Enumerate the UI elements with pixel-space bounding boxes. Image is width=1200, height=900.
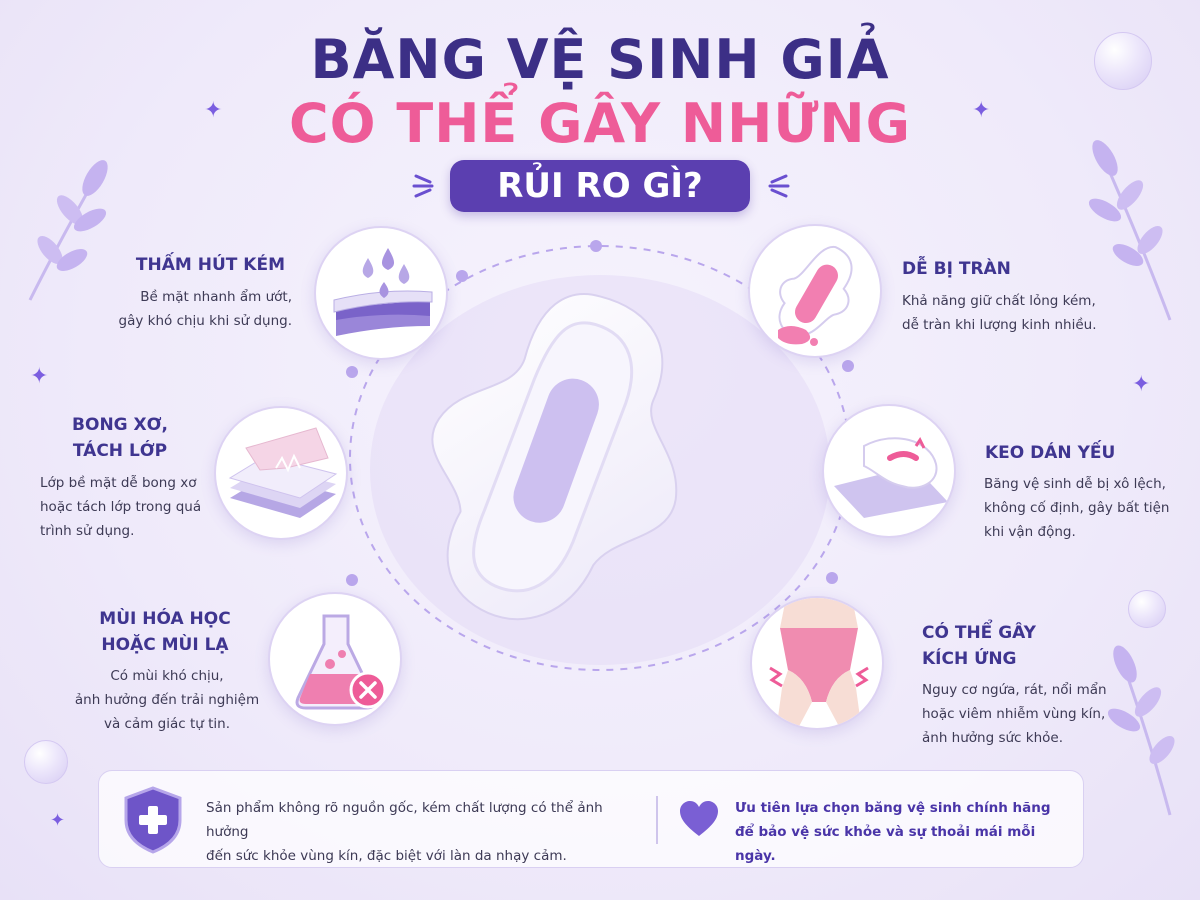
page-title-line2: CÓ THỂ GÂY NHỮNG <box>289 92 911 155</box>
chemical-flask-icon <box>295 614 387 710</box>
bottom-recommend-text: Ưu tiên lựa chọn băng vệ sinh chính hãng… <box>735 796 1065 868</box>
bottom-divider <box>656 796 658 844</box>
bottom-warning-line2: đến sức khỏe vùng kín, đặc biệt với làn … <box>206 848 567 864</box>
feature-title-glue: KEO DÁN YẾU <box>985 443 1116 463</box>
heart-icon <box>680 801 718 836</box>
peel-illustration <box>214 406 348 540</box>
feature-desc-smell-3: và cảm giác tự tin. <box>103 716 231 732</box>
leak-illustration <box>748 224 882 358</box>
glue-illustration <box>822 404 956 538</box>
feature-desc-glue-2: không cố định, gây bất tiện <box>984 500 1170 516</box>
page-title-pill: RỦI RO GÌ? <box>450 160 750 212</box>
bottom-recommend-line2: để bảo vệ sức khỏe và sự thoải mái mỗi n… <box>735 824 1036 864</box>
smell-illustration <box>268 592 402 726</box>
leaking-pad-icon <box>778 246 853 346</box>
feature-desc-leak-2: dễ tràn khi lượng kinh nhiều. <box>902 317 1097 333</box>
feature-title-peel-1: BONG XƠ, <box>72 415 168 435</box>
peeling-layers-icon <box>228 427 338 518</box>
sparkle-icon: ✦ <box>50 810 66 831</box>
leaf-decoration-left <box>28 160 108 301</box>
irritated-underwear-icon <box>769 598 869 728</box>
feature-desc-absorb-1: Bề mặt nhanh ẩm ướt, <box>140 289 292 305</box>
feature-title-irritation-1: CÓ THỂ GÂY <box>922 623 1036 643</box>
bubble-decoration <box>24 740 68 784</box>
burst-lines-icon <box>768 174 790 198</box>
sparkle-icon: ✦ <box>972 98 991 123</box>
bottom-warning-text: Sản phẩm không rõ nguồn gốc, kém chất lư… <box>206 796 636 868</box>
bubble-decoration <box>1128 590 1166 628</box>
sanitary-pad-image <box>431 293 678 621</box>
bubble-decoration <box>1094 32 1152 90</box>
feature-title-irritation-2: KÍCH ỨNG <box>922 649 1017 669</box>
bottom-warning-line1: Sản phẩm không rõ nguồn gốc, kém chất lư… <box>206 800 603 840</box>
feature-desc-irritation-3: ảnh hưởng sức khỏe. <box>922 730 1063 746</box>
page-title-line1: BĂNG VỆ SINH GIẢ <box>310 28 890 91</box>
feature-title-smell-1: MÙI HÓA HỌC <box>99 609 231 629</box>
detached-pad-icon <box>834 437 948 518</box>
sparkle-icon: ✦ <box>1132 372 1151 397</box>
feature-desc-peel-1: Lớp bề mặt dễ bong xơ <box>40 475 197 491</box>
feature-title-smell-2: HOẶC MÙI LẠ <box>101 635 229 655</box>
feature-desc-irritation-2: hoặc viêm nhiễm vùng kín, <box>922 706 1106 722</box>
feature-desc-irritation-1: Nguy cơ ngứa, rát, nổi mẩn <box>922 682 1107 698</box>
feature-desc-peel-3: trình sử dụng. <box>40 523 135 539</box>
feature-desc-glue-1: Băng vệ sinh dễ bị xô lệch, <box>984 476 1166 492</box>
feature-desc-absorb-2: gây khó chịu khi sử dụng. <box>118 313 292 329</box>
sparkle-icon: ✦ <box>30 364 49 389</box>
burst-lines-icon <box>412 174 434 198</box>
feature-title-leak: DỄ BỊ TRÀN <box>902 259 1011 279</box>
feature-desc-peel-2: hoặc tách lớp trong quá <box>40 499 202 515</box>
feature-desc-smell-2: ảnh hưởng đến trải nghiệm <box>74 692 260 708</box>
bottom-recommend-line1: Ưu tiên lựa chọn băng vệ sinh chính hãng <box>735 800 1051 816</box>
feature-title-absorb: THẤM HÚT KÉM <box>135 255 285 275</box>
leaf-decoration-bottom-right <box>1107 645 1175 816</box>
absorb-illustration <box>314 226 448 360</box>
feature-title-peel-2: TÁCH LỚP <box>72 441 168 461</box>
water-drops-icon <box>333 248 433 336</box>
feature-desc-glue-3: khi vận động. <box>984 524 1076 540</box>
bottom-info-panel <box>98 770 1084 868</box>
sparkle-icon: ✦ <box>204 98 223 123</box>
irritation-illustration <box>750 596 884 730</box>
feature-desc-leak-1: Khả năng giữ chất lỏng kém, <box>902 293 1096 309</box>
leaf-decoration-right <box>1088 140 1172 321</box>
feature-desc-smell-1: Có mùi khó chịu, <box>110 668 224 684</box>
shield-plus-icon <box>124 786 182 854</box>
